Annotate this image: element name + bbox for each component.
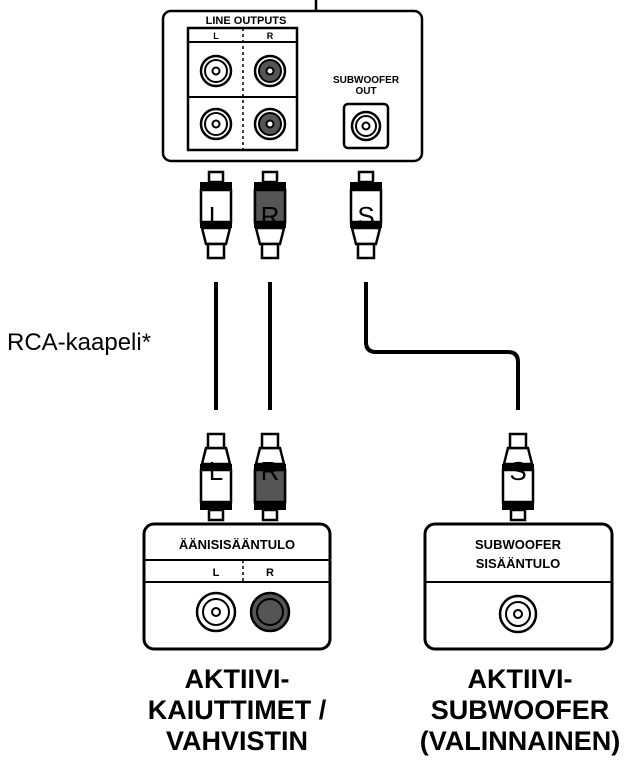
receiver-right-jack-bottom [253,107,287,141]
subwoofer-out-label-line1: SUBWOOFER [333,75,400,86]
subwoofer-panel: SUBWOOFER SISÄÄNTULO [423,522,614,651]
subwoofer-caption: AKTIIVI- SUBWOOFER (VALINNAINEN) [410,664,630,757]
subwoofer-out-label-line2: OUT [355,86,376,97]
subwoofer-out-jack [342,102,390,150]
subwoofer-caption-line-2: SUBWOOFER [430,695,610,725]
plug-sub-top: S [348,170,384,260]
plug-right-bottom-label: R [261,456,280,486]
plug-sub-bottom-label: S [509,456,526,486]
subwoofer-cable-wire [364,282,520,410]
plug-left-bottom: L [198,432,234,522]
plug-left-top-label: L [209,201,223,231]
subwoofer-input-jack [498,594,538,634]
plug-right-top-label: R [261,201,280,231]
speakers-caption-line-3: VAHVISTIN [165,726,308,756]
plug-left-bottom-label: L [209,456,223,486]
receiver-right-jack-top [253,54,287,88]
rca-cable-label: RCA-kaapeli* [7,329,152,356]
speakers-caption-line-1: AKTIIVI- [184,664,290,694]
subwoofer-panel-title-line2: SISÄÄNTULO [476,556,561,571]
subwoofer-panel-title-line1: SUBWOOFER [475,537,562,552]
plug-sub-top-label: S [357,201,374,231]
plug-sub-bottom: S [500,432,536,522]
speakers-caption: AKTIIVI- KAIUTTIMET / VAHVISTIN [134,664,340,757]
speakers-caption-line-2: KAIUTTIMET / [147,695,327,725]
speakers-right-label: R [266,567,274,579]
plug-right-top: R [252,170,288,260]
speakers-right-jack [249,591,291,633]
speakers-left-label: L [213,567,220,579]
speakers-left-jack [195,591,237,633]
line-outputs-label: LINE OUTPUTS [206,15,287,27]
speakers-panel-title: ÄÄNISISÄÄNTULO [179,537,295,552]
subwoofer-panel-outline [423,522,614,651]
subwoofer-caption-line-1: AKTIIVI- [467,664,573,694]
subwoofer-caption-line-3: (VALINNAINEN) [419,726,621,756]
plug-left-top: L [198,170,234,260]
receiver-right-label: R [267,31,274,41]
speakers-panel: ÄÄNISISÄÄNTULO L R [142,522,332,651]
cable-wires [214,282,520,410]
receiver-left-jack-bottom [199,107,233,141]
receiver-left-label: L [213,31,219,41]
receiver-panel: LINE OUTPUTS L R SUBWOOFER OUT [161,0,424,163]
plug-right-bottom: R [252,432,288,522]
receiver-left-jack-top [199,54,233,88]
